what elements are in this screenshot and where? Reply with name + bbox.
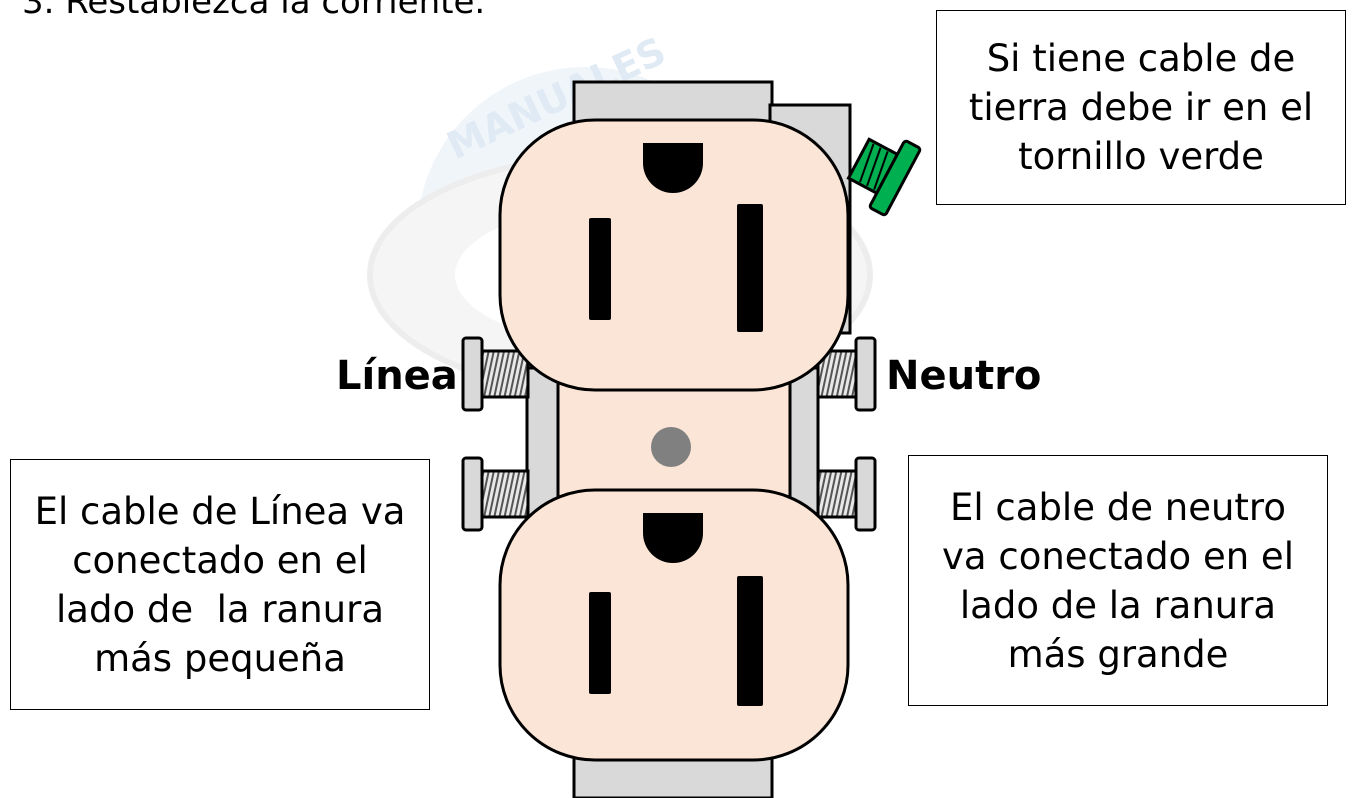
neutral-terminal-screw-top [816, 336, 877, 412]
line-callout-line: más pequeña [94, 636, 346, 680]
upper-large-slot [737, 204, 763, 332]
upper-outlet [498, 118, 850, 392]
neutral-callout: El cable de neutro va conectado en el la… [908, 455, 1328, 706]
neutral-callout-line: lado de la ranura [959, 583, 1277, 627]
lower-small-slot [589, 592, 611, 694]
ground-callout: Si tiene cable de tierra debe ir en el t… [936, 10, 1346, 205]
neutral-callout-line: El cable de neutro [950, 485, 1286, 529]
upper-small-slot [589, 218, 611, 320]
lower-outlet [498, 488, 850, 762]
neutral-label: Neutro [886, 353, 1042, 399]
neutral-callout-line: va conectado en el [942, 534, 1294, 578]
line-terminal-screw-top [461, 336, 530, 412]
ground-callout-line: tornillo verde [1018, 135, 1264, 178]
ground-callout-line: tierra debe ir en el [968, 86, 1314, 129]
step-instruction: 3. Restablezca la corriente. [22, 0, 486, 22]
line-callout-line: El cable de Línea va [34, 489, 406, 533]
lower-large-slot [737, 576, 763, 706]
line-callout: El cable de Línea va conectado en el lad… [10, 459, 430, 710]
line-label: Línea [336, 353, 458, 399]
ground-callout-line: Si tiene cable de [986, 37, 1296, 80]
lower-ground-slot [643, 513, 703, 563]
line-callout-line: conectado en el [72, 538, 368, 582]
line-terminal-screw-bottom [461, 456, 530, 532]
ground-screw [846, 137, 922, 217]
center-mounting-screw [651, 427, 691, 467]
neutral-callout-line: más grande [1007, 632, 1229, 676]
upper-ground-slot [643, 143, 703, 193]
line-callout-line: lado de la ranura [56, 587, 384, 631]
neutral-terminal-screw-bottom [816, 456, 877, 532]
